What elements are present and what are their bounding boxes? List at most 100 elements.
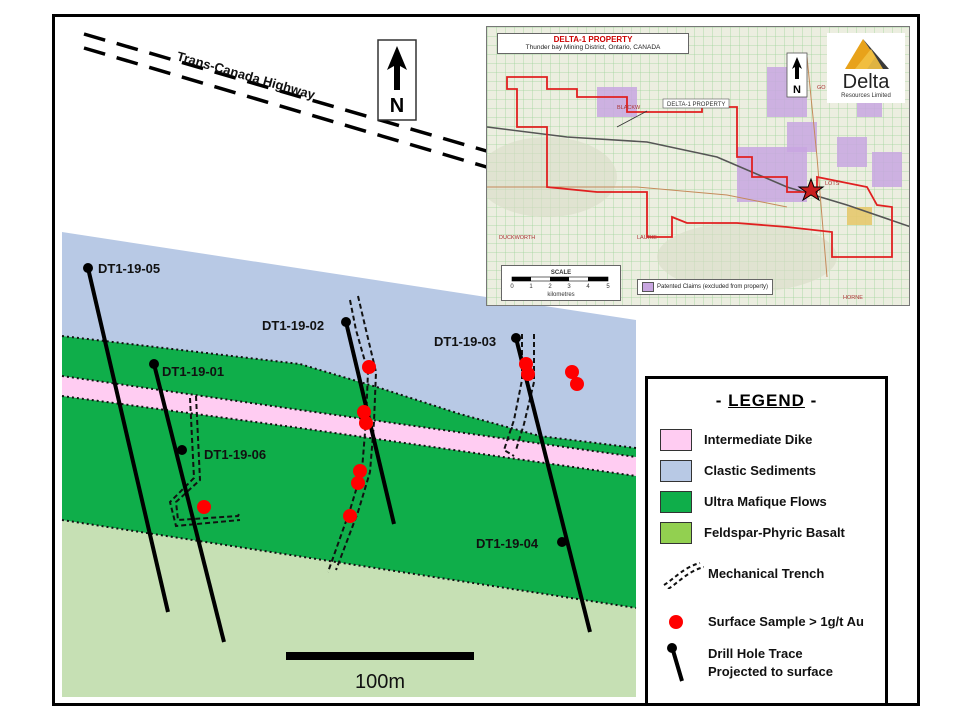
- trench-icon: [660, 559, 704, 589]
- inset-legend-label: Patented Claims (excluded from property): [657, 284, 769, 290]
- trench-left: [174, 395, 241, 522]
- drill-trace-dt1-19-05: [86, 267, 170, 613]
- legend-heading: LEGEND: [728, 391, 805, 410]
- surface-sample: [359, 416, 373, 430]
- legend-label: Ultra Mafique Flows: [704, 494, 827, 509]
- sample-dot-icon: [660, 613, 704, 631]
- surface-sample: [362, 360, 376, 374]
- surface-sample: [351, 476, 365, 490]
- delta-logo: Delta Resources Limited: [827, 33, 905, 103]
- legend-label: Intermediate Dike: [704, 432, 813, 447]
- highway-line-1: [83, 32, 491, 154]
- drill-trace-dt1-19-03: [514, 337, 592, 633]
- patented-claim: [737, 147, 807, 202]
- inset-scale-tick: 3: [567, 284, 571, 290]
- drill-label: DT1-19-01: [162, 364, 224, 379]
- trench-middle-inner: [335, 295, 378, 571]
- place-label: LOTS: [825, 181, 840, 187]
- contact-dotted-dike-base: [61, 395, 637, 477]
- surface-sample: [197, 500, 211, 514]
- contact-dotted-dike-top: [61, 375, 637, 458]
- drill-collar-dt1-19-05: [83, 263, 93, 273]
- drill-trace-dt1-19-01: [152, 363, 226, 643]
- property-outline: [506, 76, 893, 258]
- inset-scale-unit: kilometres: [547, 292, 574, 298]
- surface-sample: [521, 367, 535, 381]
- legend-item-drill-trace: Drill Hole Trace Projected to surface: [660, 643, 833, 683]
- intermediate-dike-unit: [62, 376, 636, 476]
- logo-subtitle: Resources Limited: [841, 93, 891, 99]
- inset-scale-bar: SCALE 0 1 2 3 4 5 kilometres: [501, 265, 621, 301]
- place-label: HORNE: [843, 295, 863, 301]
- place-label: GO: [817, 85, 826, 91]
- legend-label: Feldspar-Phyric Basalt: [704, 525, 845, 540]
- drill-collar-dt1-19-02: [341, 317, 351, 327]
- drill-label: DT1-19-04: [476, 536, 539, 551]
- legend-item-ultramafic-flows: Ultra Mafique Flows: [660, 491, 827, 513]
- legend-item-intermediate-dike: Intermediate Dike: [660, 429, 812, 451]
- drill-marker-dt1-19-04: [557, 537, 567, 547]
- surface-sample: [570, 377, 584, 391]
- highway-label: Trans-Canada Highway: [175, 48, 317, 102]
- legend-swatch: [660, 460, 692, 482]
- legend-swatch: [660, 522, 692, 544]
- property-callout-box: [662, 98, 730, 109]
- inset-legend: Patented Claims (excluded from property): [637, 279, 774, 295]
- inset-scale-graphic: SCALE 0 1 2 3 4 5 kilometres: [510, 270, 610, 298]
- inset-title-box: DELTA-1 PROPERTY Thunder bay Mining Dist…: [497, 33, 689, 54]
- patented-claim: [837, 137, 867, 167]
- legend-item-feldspar-basalt: Feldspar-Phyric Basalt: [660, 522, 845, 544]
- patented-claim: [872, 152, 902, 187]
- inset-scale-tick: 0: [510, 284, 514, 290]
- inset-scale-tick: 5: [606, 284, 610, 290]
- legend-label: Surface Sample > 1g/t Au: [708, 614, 864, 629]
- drill-collar-dt1-19-03: [511, 333, 521, 343]
- legend-label: Clastic Sediments: [704, 463, 816, 478]
- inset-north-label: N: [793, 84, 801, 96]
- inset-subtitle: Thunder bay Mining District, Ontario, CA…: [525, 44, 661, 51]
- surface-sample: [357, 405, 371, 419]
- inset-scale-tick: 1: [529, 284, 533, 290]
- drill-label: DT1-19-06: [204, 447, 266, 462]
- property-callout: DELTA-1 PROPERTY: [667, 102, 725, 108]
- inset-road: [487, 186, 788, 208]
- place-label: LAURIE: [637, 235, 657, 241]
- legend-label: Mechanical Trench: [708, 566, 825, 581]
- legend-item-clastic-sediments: Clastic Sediments: [660, 460, 816, 482]
- north-arrow-icon: [387, 46, 407, 90]
- drill-trace-icon: [660, 643, 704, 683]
- inset-location-map: DELTA-1 PROPERTY BLACKW GO DUCKWORTH LAU…: [486, 26, 910, 306]
- place-label: DUCKWORTH: [499, 235, 535, 241]
- inset-road: [806, 56, 828, 278]
- surface-sample: [565, 365, 579, 379]
- drill-collar-dt1-19-01: [149, 359, 159, 369]
- drill-marker-dt1-19-06: [177, 445, 187, 455]
- inset-north-arrow-icon: [792, 57, 802, 79]
- legend-item-trench: Mechanical Trench: [660, 559, 824, 589]
- trench-left-inner: [168, 397, 241, 528]
- logo-name: Delta: [842, 71, 890, 93]
- scale-bar-label: 100m: [355, 671, 405, 693]
- drill-label: DT1-19-02: [262, 318, 324, 333]
- surface-sample: [353, 464, 367, 478]
- trench-right: [502, 334, 523, 457]
- patented-claim: [787, 122, 817, 152]
- property-star-icon: [797, 177, 825, 202]
- legend-box: - LEGEND - Intermediate Dike Clastic Sed…: [645, 376, 888, 706]
- patented-claim-swatch: [642, 282, 654, 292]
- north-label: N: [390, 95, 404, 117]
- legend-swatch: [660, 491, 692, 513]
- legend-title: - LEGEND -: [715, 391, 818, 410]
- place-label: BLACKW: [617, 105, 641, 111]
- contact-dotted-basalt: [61, 519, 637, 609]
- scale-bar: [286, 652, 474, 660]
- legend-item-surface-sample: Surface Sample > 1g/t Au: [660, 613, 864, 631]
- highway-line-2: [83, 46, 491, 170]
- legend-label: Drill Hole Trace Projected to surface: [708, 646, 833, 679]
- inset-map-graphic: DELTA-1 PROPERTY BLACKW GO DUCKWORTH LAU…: [487, 27, 909, 305]
- delta-logo-icon: [845, 39, 889, 69]
- inset-title: DELTA-1 PROPERTY: [553, 35, 633, 44]
- drill-label: DT1-19-03: [434, 334, 496, 349]
- legend-swatch: [660, 429, 692, 451]
